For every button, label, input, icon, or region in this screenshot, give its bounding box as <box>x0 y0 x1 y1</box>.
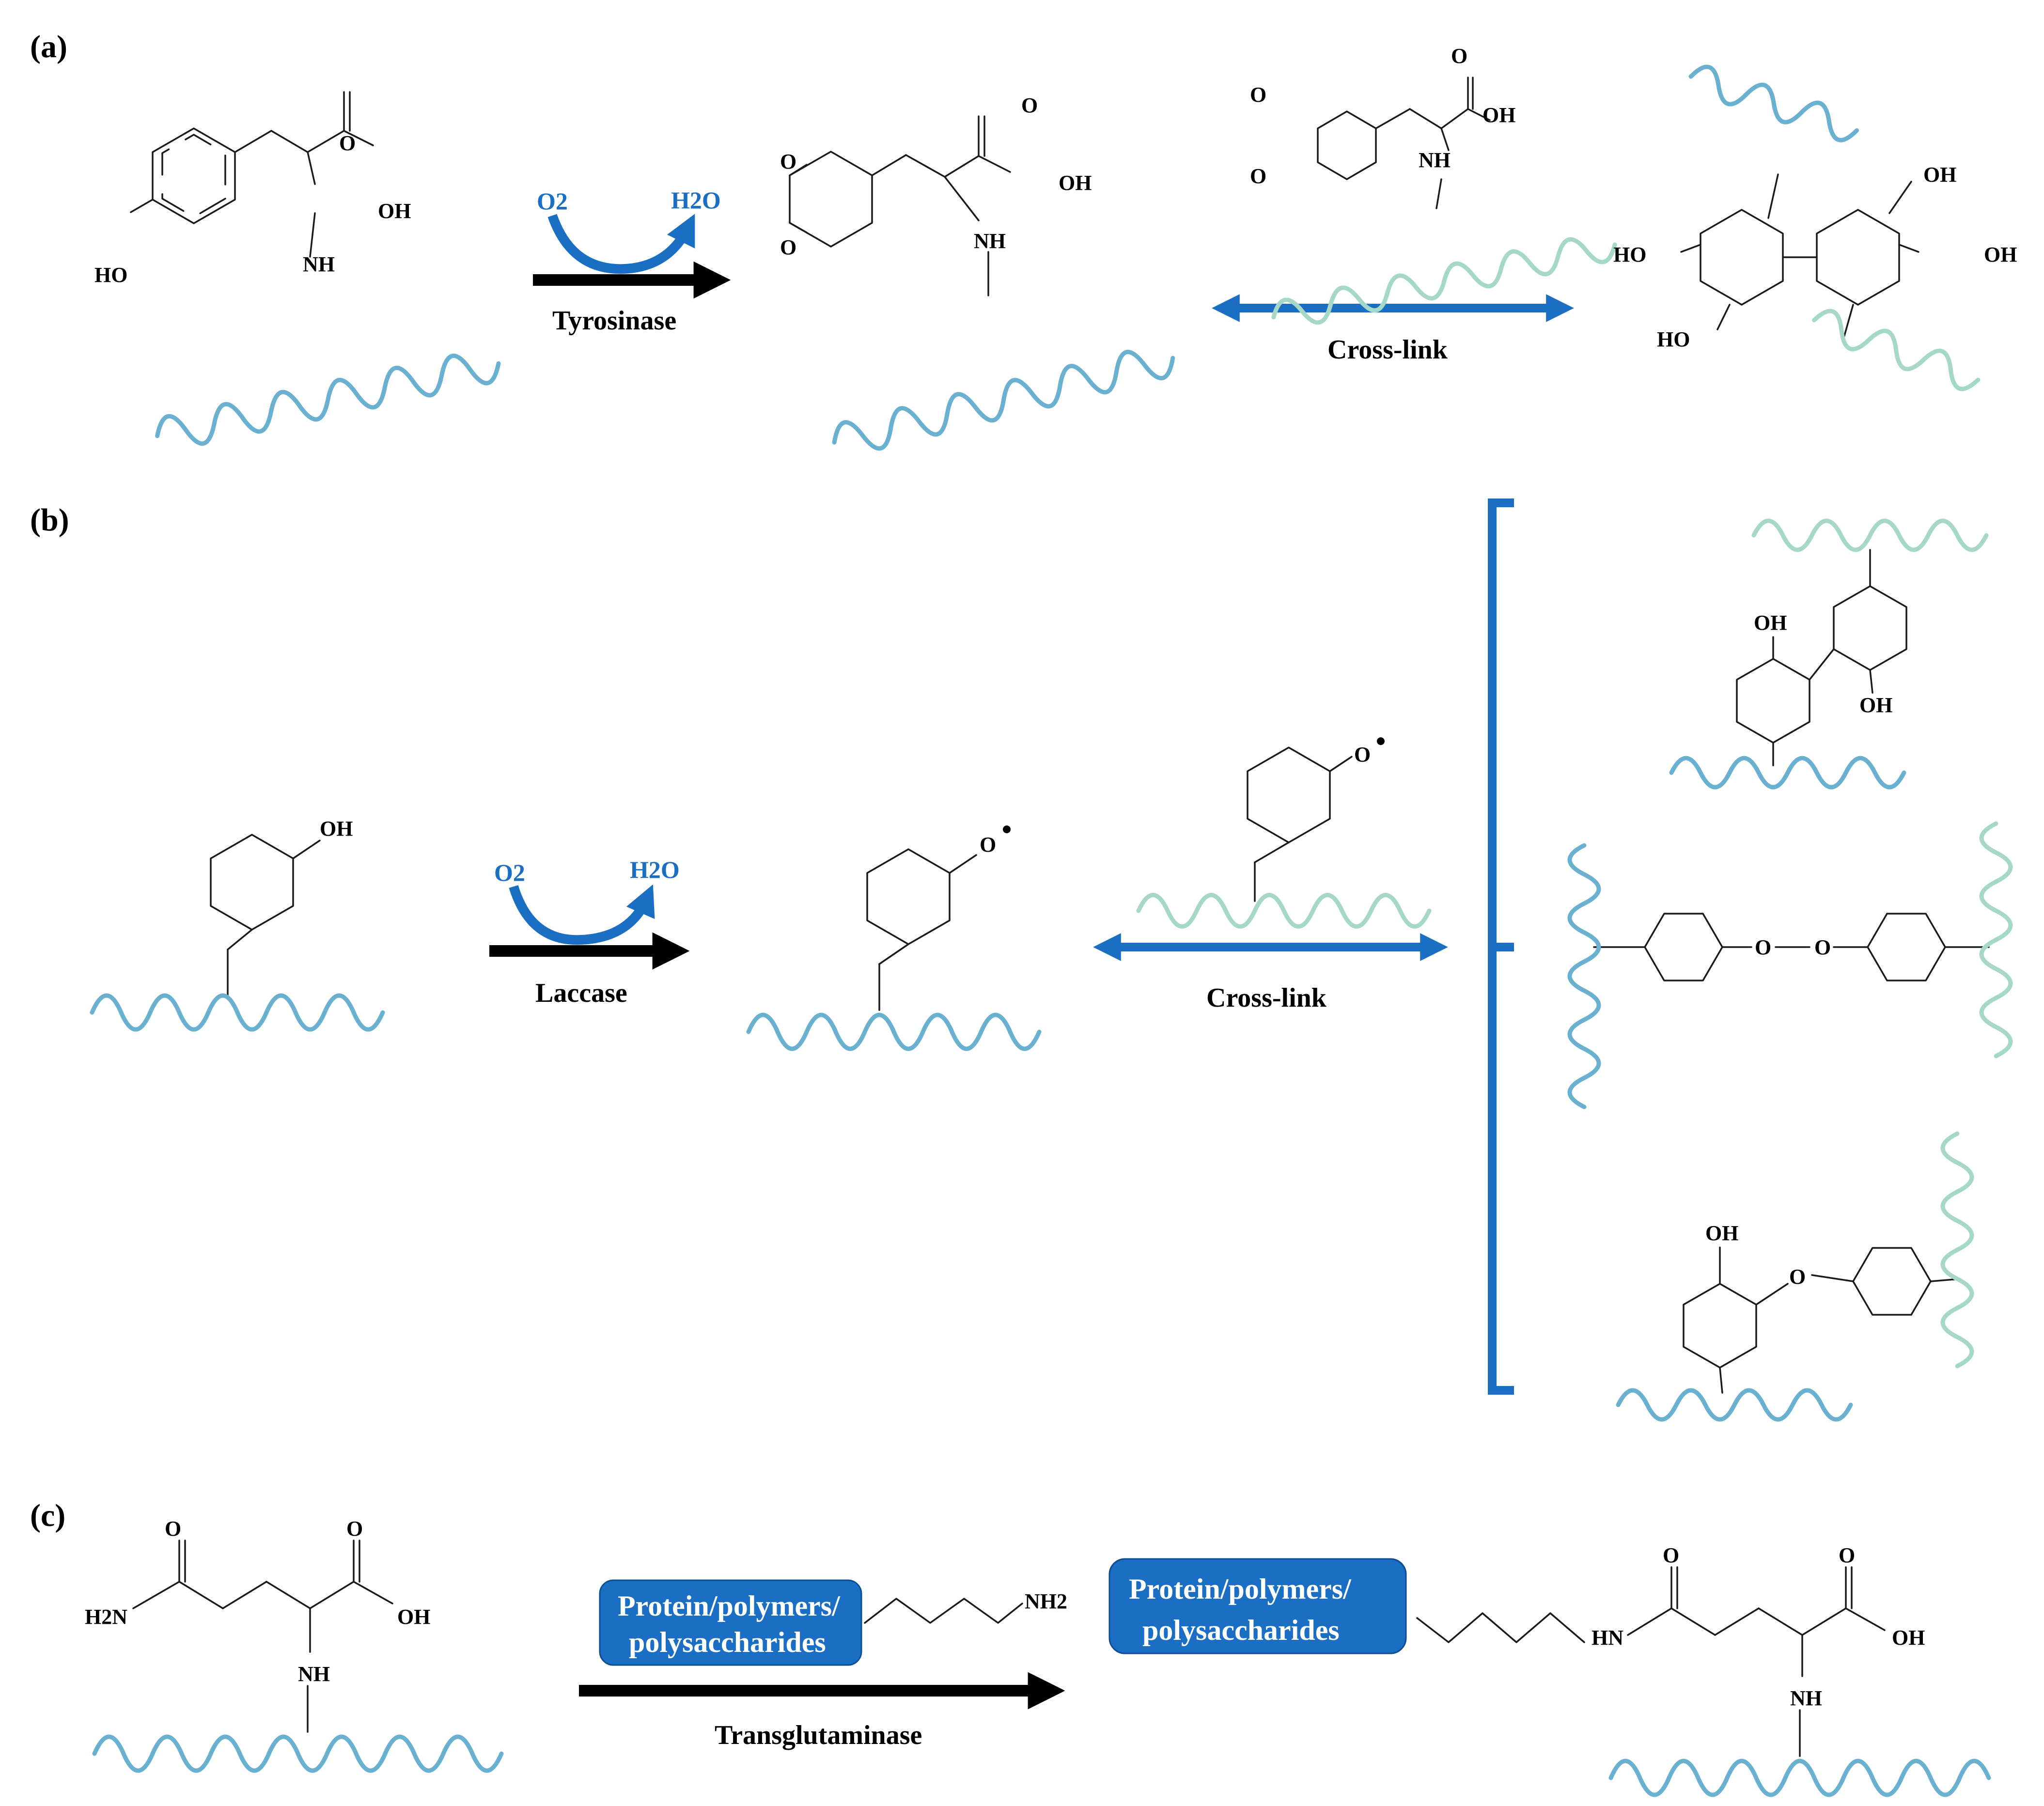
atom-nh2: NH2 <box>1025 1589 1067 1613</box>
crosslink-arrow-b: Cross-link <box>1093 933 1448 1013</box>
atom-o: O <box>1755 935 1771 959</box>
panel-b-label: (b) <box>30 502 69 538</box>
atom-o: O <box>1814 935 1831 959</box>
enzyme-laccase: Laccase <box>535 978 627 1008</box>
transglutaminase-arrow: Protein/polymers/ polysaccharides NH2 Tr… <box>579 1579 1067 1750</box>
biphenyl-product: OH OH <box>1669 518 1989 790</box>
atom-oh: OH <box>397 1605 430 1629</box>
atom-oh: OH <box>1892 1626 1925 1650</box>
atom-nh: NH <box>303 252 335 276</box>
atom-oh: OH <box>1059 171 1092 195</box>
dopaquinone-residue: O O O OH NH <box>780 93 1175 451</box>
atom-o: O <box>1354 743 1371 766</box>
enzyme-transglutaminase: Transglutaminase <box>715 1720 922 1750</box>
atom-oh: OH <box>1482 103 1515 127</box>
crosslink-label-a: Cross-link <box>1327 335 1448 365</box>
atom-oh: OH <box>1754 611 1787 635</box>
atom-oh: OH <box>1984 243 2017 266</box>
atom-o: O <box>1021 93 1038 117</box>
polymer-chain <box>1608 1759 1991 1797</box>
atom-o: O <box>339 131 356 155</box>
polymer-chain <box>1669 756 1906 790</box>
atom-o: O <box>1839 1543 1855 1567</box>
polymer-chain <box>90 993 385 1032</box>
product-h2o: H2O <box>671 187 721 214</box>
atom-o: O <box>346 1517 363 1541</box>
laccase-arrow: O2 H2O Laccase <box>489 856 690 1008</box>
atom-o: O <box>1663 1543 1679 1567</box>
glutamine-residue: O O H2N OH NH <box>85 1517 504 1773</box>
amine-donor-box <box>599 1579 862 1666</box>
polymer-chain <box>1271 237 1617 325</box>
panel-a: (a) HO O OH NH O2 H2O Tyrosinase <box>30 29 2017 451</box>
atom-ho: HO <box>94 263 127 287</box>
conjugate-box <box>1108 1558 1407 1654</box>
atom-h2n: H2N <box>85 1605 127 1629</box>
atom-oh: OH <box>1923 163 1956 187</box>
phenoxy-radical-green-residue: O <box>1136 737 1432 929</box>
atom-oh: OH <box>320 817 353 841</box>
crosslink-arrow-a: Cross-link <box>1212 294 1574 365</box>
peroxide-linked-product: O O <box>1567 821 2013 1109</box>
ether-linked-product: OH O <box>1616 1131 1974 1422</box>
phenol-residue: OH <box>90 817 385 1032</box>
atom-oh: OH <box>1859 693 1892 717</box>
crosslinked-product-a: OH HO OH HO <box>1613 64 2017 391</box>
tyrosine-residue: HO O OH NH <box>94 91 501 446</box>
atom-nh: NH <box>974 229 1006 253</box>
polymer-chain <box>1688 64 1859 142</box>
polymer-chain <box>1751 518 1989 552</box>
amine-donor-line1: Protein/polymers/ <box>618 1590 841 1622</box>
atom-ho: HO <box>1657 327 1690 351</box>
crosslink-label-b: Cross-link <box>1206 983 1327 1013</box>
atom-o: O <box>980 833 996 856</box>
polymer-chain <box>1567 843 1601 1109</box>
polymer-chain <box>1979 821 2013 1059</box>
product-h2o: H2O <box>630 856 680 883</box>
enzyme-tyrosinase: Tyrosinase <box>552 306 676 336</box>
atom-o: O <box>1789 1265 1806 1289</box>
atom-o: O <box>1250 164 1266 188</box>
polymer-chain <box>1812 309 1981 391</box>
atom-hn: HN <box>1592 1626 1623 1650</box>
conjugate-line1: Protein/polymers/ <box>1129 1573 1352 1605</box>
panel-c-label: (c) <box>30 1498 65 1533</box>
atom-o: O <box>1250 83 1266 107</box>
panel-a-label: (a) <box>30 29 67 64</box>
dopaquinone-green-residue: O O O OH NH <box>1250 44 1617 325</box>
conjugate-line2: polysaccharides <box>1142 1614 1340 1646</box>
atom-nh: NH <box>1790 1686 1822 1710</box>
tyrosinase-arrow: O2 H2O Tyrosinase <box>533 187 731 336</box>
amine-donor-line2: polysaccharides <box>629 1626 826 1658</box>
reactant-o2: O2 <box>537 187 568 215</box>
reactant-o2: O2 <box>494 859 525 886</box>
atom-o: O <box>1451 44 1467 68</box>
atom-o: O <box>780 235 796 259</box>
atom-o: O <box>165 1517 181 1541</box>
panel-b: (b) OH O2 H2O Laccase O <box>30 498 2013 1422</box>
polymer-chain <box>92 1734 504 1773</box>
panel-c: (c) O O H2N OH NH Protein/polymers/ <box>30 1498 1991 1797</box>
atom-nh: NH <box>1419 148 1451 172</box>
polymer-chain <box>155 354 501 446</box>
polymer-chain <box>1136 893 1432 929</box>
atom-oh: OH <box>1705 1221 1738 1245</box>
atom-o: O <box>780 150 796 173</box>
product-bracket <box>1488 498 1514 1395</box>
isopeptide-product: Protein/polymers/ polysaccharides HN O O… <box>1108 1543 1991 1797</box>
atom-oh: OH <box>378 199 411 223</box>
polymer-chain <box>746 1012 1042 1051</box>
atom-ho: HO <box>1613 243 1646 266</box>
polymer-chain <box>832 350 1175 451</box>
phenoxy-radical-residue: O <box>746 825 1042 1051</box>
polymer-chain <box>1616 1388 1853 1422</box>
polymer-chain <box>1940 1131 1974 1369</box>
atom-nh: NH <box>298 1662 330 1686</box>
